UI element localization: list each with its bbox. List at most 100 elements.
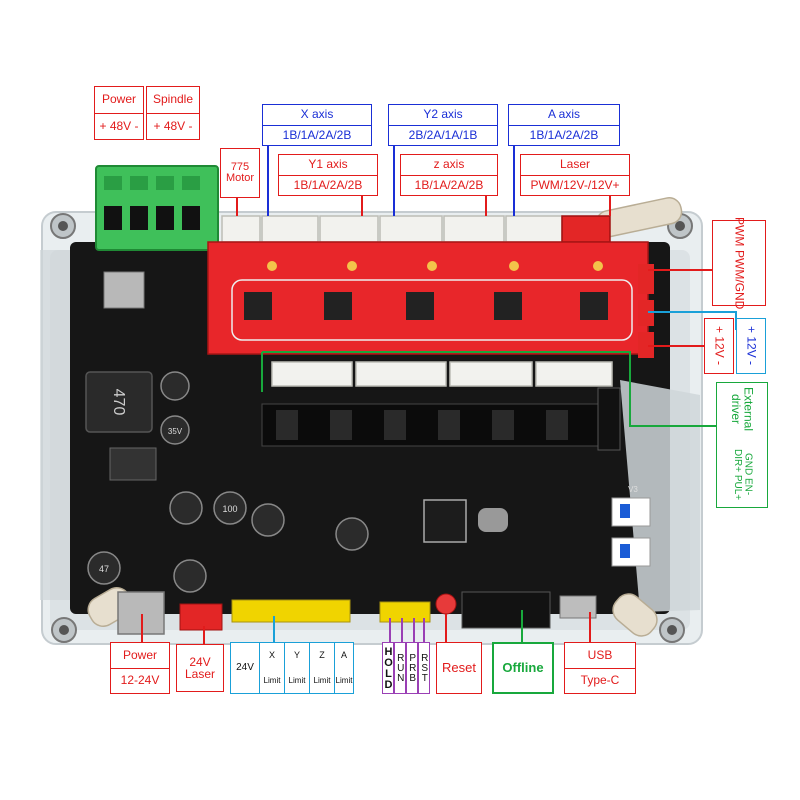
power-top-title: Power [101,92,136,107]
run-label: RUN [394,642,406,694]
external-driver-pins: GND EN- DIR+ PUL+ [732,448,754,500]
a-axis-pins: 1B/1A/2A/2B [509,124,619,146]
external-driver-header [597,387,621,451]
motor775-line1: 775 [230,161,250,173]
pwm-line2: PWM/GND [732,250,747,310]
limit-y-text: Limit [288,675,306,685]
limit-24v: 24V [231,643,260,693]
control-header [379,601,431,623]
x-axis-title: X axis [300,107,334,122]
reset-label: Reset [436,642,482,694]
a-axis-title: A axis [547,107,580,122]
limit-z-axis: Z [319,650,325,661]
y2-axis-title: Y2 axis [423,107,463,122]
x-axis-label: X axis 1B/1A/2A/2B [262,104,372,146]
cap-voltage: 35V [168,427,183,436]
laser24v-line1: 24V [189,655,211,669]
limit-header [231,599,351,623]
limit-24v-text: 24V [236,661,254,673]
external-driver-title: External driver [729,387,756,432]
power-bottom-title: Power [122,647,157,662]
y1-axis-label: Y1 axis 1B/1A/2A/2B [278,154,378,196]
usb-title: USB [587,647,613,662]
y2-axis-label: Y2 axis 2B/2A/1A/1B [388,104,498,146]
external-driver-label: External driver GND EN- DIR+ PUL+ [716,382,768,508]
hold-label: HOLD [382,642,395,694]
power-bottom-label: Power 12-24V [110,642,170,694]
y1-axis-title: Y1 axis [308,157,348,172]
laser-title: Laser [559,157,591,172]
x-axis-pins: 1B/1A/2A/2B [263,124,371,146]
rst-label: RST [418,642,430,694]
crystal [478,508,508,532]
right-red-connectors [638,264,654,358]
cap-label: 100 [222,504,237,514]
y1-axis-pins: 1B/1A/2A/2B [279,174,377,196]
power-bottom-value: 12-24V [111,667,169,694]
limit-z-text: Limit [313,675,331,685]
mount-screws [50,213,693,643]
limit-y-axis: Y [293,650,300,661]
usb-port [559,595,597,619]
capacitors [87,371,369,593]
y2-axis-pins: 2B/2A/1A/1B [389,124,497,146]
limit-a: A Limit [335,643,353,693]
laser-label: Laser PWM/12V-/12V+ [520,154,630,196]
usb-value: Type-C [565,667,635,694]
prb-text: PRB [407,653,419,683]
limit-x: X Limit [260,643,285,693]
regulator [103,271,145,309]
a-axis-label: A axis 1B/1A/2A/2B [508,104,620,146]
limit-a-axis: A [340,650,347,661]
reset-button [435,593,457,615]
offline-port [461,591,551,629]
laser24v-line2: Laser [184,667,216,681]
z-axis-label: z axis 1B/1A/2A/2B [400,154,498,196]
silk-v3: V3 [628,485,638,494]
run-text: RUN [395,653,407,683]
microcontroller [423,499,467,543]
plus12v-left-text: + 12V - [712,326,727,366]
inductor [85,371,153,433]
limit-x-axis: X [268,650,275,661]
motor775-line2: Motor [225,172,255,184]
motor775-label: 775 Motor [220,148,260,198]
laser24v-label: 24V Laser [176,644,224,692]
spindle-label: Spindle + 48V - [146,86,200,140]
callout-lines [141,144,737,644]
green-terminal [95,165,219,251]
inductor-label: 470 [110,389,127,416]
spindle-title: Spindle [152,92,194,107]
pwm-label: PWM PWM/GND [712,216,766,310]
spindle-value: + 48V - [147,112,199,140]
laser24v-connector [179,603,223,631]
laser-pins: PWM/12V-/12V+ [521,174,629,196]
z-axis-pins: 1B/1A/2A/2B [401,174,497,196]
z-axis-title: z axis [433,157,465,172]
limit-a-text: Limit [335,675,353,685]
cap-label-47: 47 [99,564,109,574]
offline-text: Offline [502,660,544,676]
limits-group: 24V X Limit Y Limit Z Limit A Limit [230,642,354,694]
hold-text: HOLD [382,646,395,690]
middle-white-headers [271,361,613,387]
limit-x-text: Limit [263,675,281,685]
pwm-line1: PWM [732,216,747,246]
plus12v-right-text: + 12V - [744,326,759,366]
offline-label: Offline [492,642,554,694]
plus12v-right-label: + 12V - [736,318,766,374]
laser-connector [561,215,611,243]
power-top-label: Power + 48V - [94,86,144,140]
driver-board [207,241,649,355]
rst-text: RST [419,653,431,683]
limit-y: Y Limit [285,643,310,693]
limit-z: Z Limit [310,643,335,693]
dip-switches [611,497,651,567]
power-top-value: + 48V - [95,112,143,140]
plus12v-left-label: + 12V - [704,318,734,374]
top-white-headers [221,215,563,243]
standoffs [87,197,683,637]
usb-label: USB Type-C [564,642,636,694]
